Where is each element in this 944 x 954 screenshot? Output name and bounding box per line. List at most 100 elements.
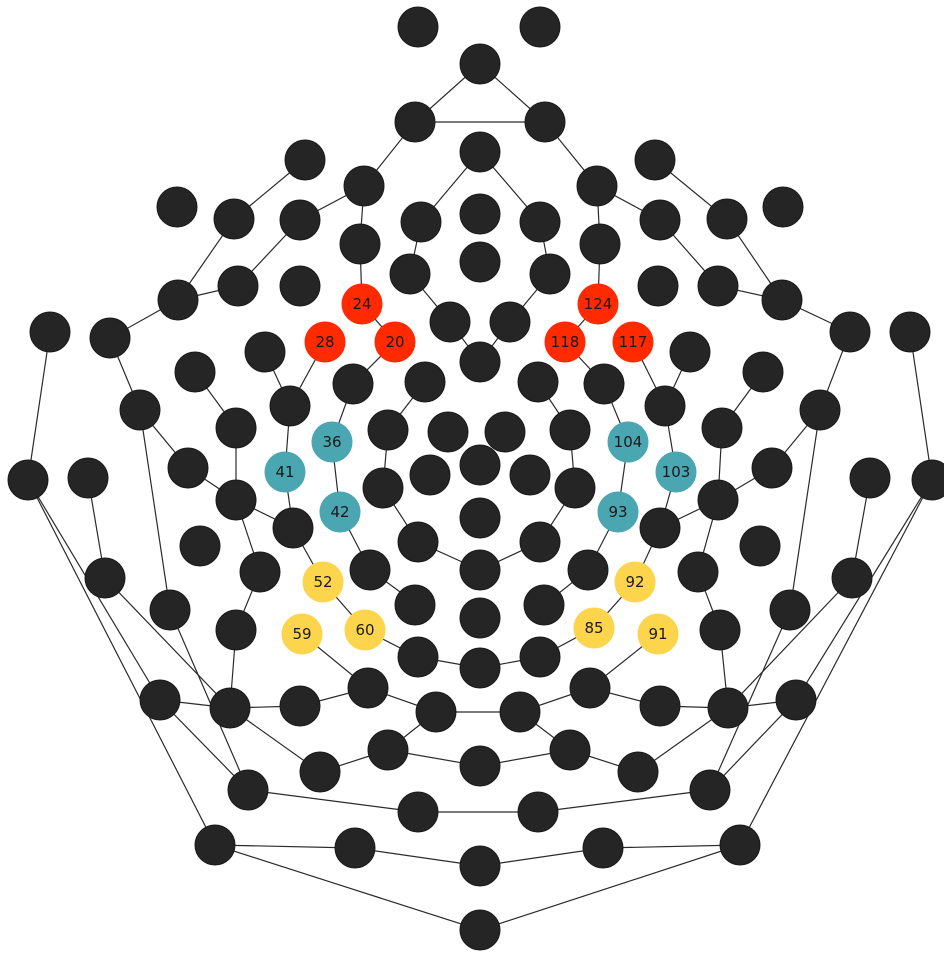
electrode-label: 103 <box>662 463 691 481</box>
electrode-118: 118 <box>544 321 586 363</box>
electrode-node-red <box>544 321 586 363</box>
electrode-node <box>519 6 561 48</box>
electrode-node <box>567 549 609 591</box>
electrode-label: 117 <box>619 333 648 351</box>
electrode-node <box>775 679 817 721</box>
electrode-node <box>139 679 181 721</box>
electrode-41: 41 <box>264 451 306 493</box>
electrode-node <box>279 265 321 307</box>
electrode-node <box>519 521 561 563</box>
electrode-node <box>701 407 743 449</box>
electrode-node-yellow <box>281 613 323 655</box>
electrode-node <box>579 223 621 265</box>
electrode-node <box>215 479 257 521</box>
electrode-28: 28 <box>304 321 346 363</box>
electrode-node-teal <box>607 421 649 463</box>
electrode-node <box>583 363 625 405</box>
electrode-node <box>849 457 891 499</box>
electrode-label: 36 <box>322 433 341 451</box>
electrode-node-yellow <box>614 561 656 603</box>
electrode-node <box>829 311 871 353</box>
electrode-node-yellow <box>637 613 679 655</box>
electrode-label: 91 <box>648 625 667 643</box>
electrode-node <box>415 691 457 733</box>
electrode-node <box>279 199 321 241</box>
electrode-node <box>332 363 374 405</box>
electrode-label: 41 <box>275 463 294 481</box>
electrode-node <box>349 549 391 591</box>
electrode-node <box>459 549 501 591</box>
electrode-node-yellow <box>344 609 386 651</box>
electrode-node <box>799 389 841 431</box>
electrode-59: 59 <box>281 613 323 655</box>
electrode-connection-line <box>564 185 601 343</box>
electrode-label: 60 <box>355 621 374 639</box>
electrode-node-teal <box>319 491 361 533</box>
electrode-label: 28 <box>315 333 334 351</box>
electrode-node <box>644 385 686 427</box>
electrode-node <box>706 198 748 240</box>
electrode-node <box>554 467 596 509</box>
electrode-85: 85 <box>573 607 615 649</box>
electrode-node <box>762 186 804 228</box>
electrode-node <box>149 589 191 631</box>
electrode-node <box>459 193 501 235</box>
electrode-node <box>519 201 561 243</box>
electrode-node <box>215 407 257 449</box>
electrode-20: 20 <box>374 321 416 363</box>
electrode-label: 92 <box>625 573 644 591</box>
electrode-connection-line <box>159 687 797 713</box>
electrode-node <box>89 317 131 359</box>
electrode-node <box>217 265 259 307</box>
electrode-label: 42 <box>330 503 349 521</box>
electrode-node <box>459 909 501 951</box>
electrode-node-teal <box>311 421 353 463</box>
electrode-node <box>707 687 749 729</box>
electrode-52: 52 <box>302 561 344 603</box>
electrode-103: 103 <box>655 451 697 493</box>
electrode-node <box>499 691 541 733</box>
electrode-node <box>459 241 501 283</box>
electrode-node <box>284 139 326 181</box>
electrode-93: 93 <box>597 491 639 533</box>
electrode-node <box>213 198 255 240</box>
electrode-node <box>697 265 739 307</box>
electrode-node <box>239 551 281 593</box>
electrode-nodes <box>7 6 944 951</box>
electrode-node <box>299 751 341 793</box>
electrode-91: 91 <box>637 613 679 655</box>
electrode-node <box>84 557 126 599</box>
electrode-node <box>523 584 565 626</box>
electrode-node <box>739 525 781 567</box>
electrode-node <box>209 687 251 729</box>
electrode-node <box>459 745 501 787</box>
electrode-node <box>367 729 409 771</box>
electrode-node <box>156 186 198 228</box>
electrode-node <box>569 667 611 709</box>
electrode-node <box>697 479 739 521</box>
electrode-node <box>339 223 381 265</box>
electrode-connection-line <box>413 63 547 123</box>
electrode-node <box>831 557 873 599</box>
electrode-label: 20 <box>385 333 404 351</box>
electrode-connection-line <box>109 121 416 529</box>
electrode-label: 24 <box>352 295 371 313</box>
electrode-node <box>459 845 501 887</box>
electrode-node <box>67 457 109 499</box>
electrode-node <box>397 791 439 833</box>
electrode-node <box>429 301 471 343</box>
electrode-node <box>397 6 439 48</box>
electrode-node <box>576 165 618 207</box>
electrode-node <box>699 609 741 651</box>
electrode-node <box>244 331 286 373</box>
electrode-124: 124 <box>577 283 619 325</box>
electrode-connection-line <box>544 121 851 529</box>
electrode-node <box>637 265 679 307</box>
electrode-node-teal <box>264 451 306 493</box>
electrode-node <box>459 444 501 486</box>
electrode-node <box>889 311 931 353</box>
electrode-node <box>157 279 199 321</box>
electrode-node-teal <box>597 491 639 533</box>
electrode-node <box>719 824 761 866</box>
